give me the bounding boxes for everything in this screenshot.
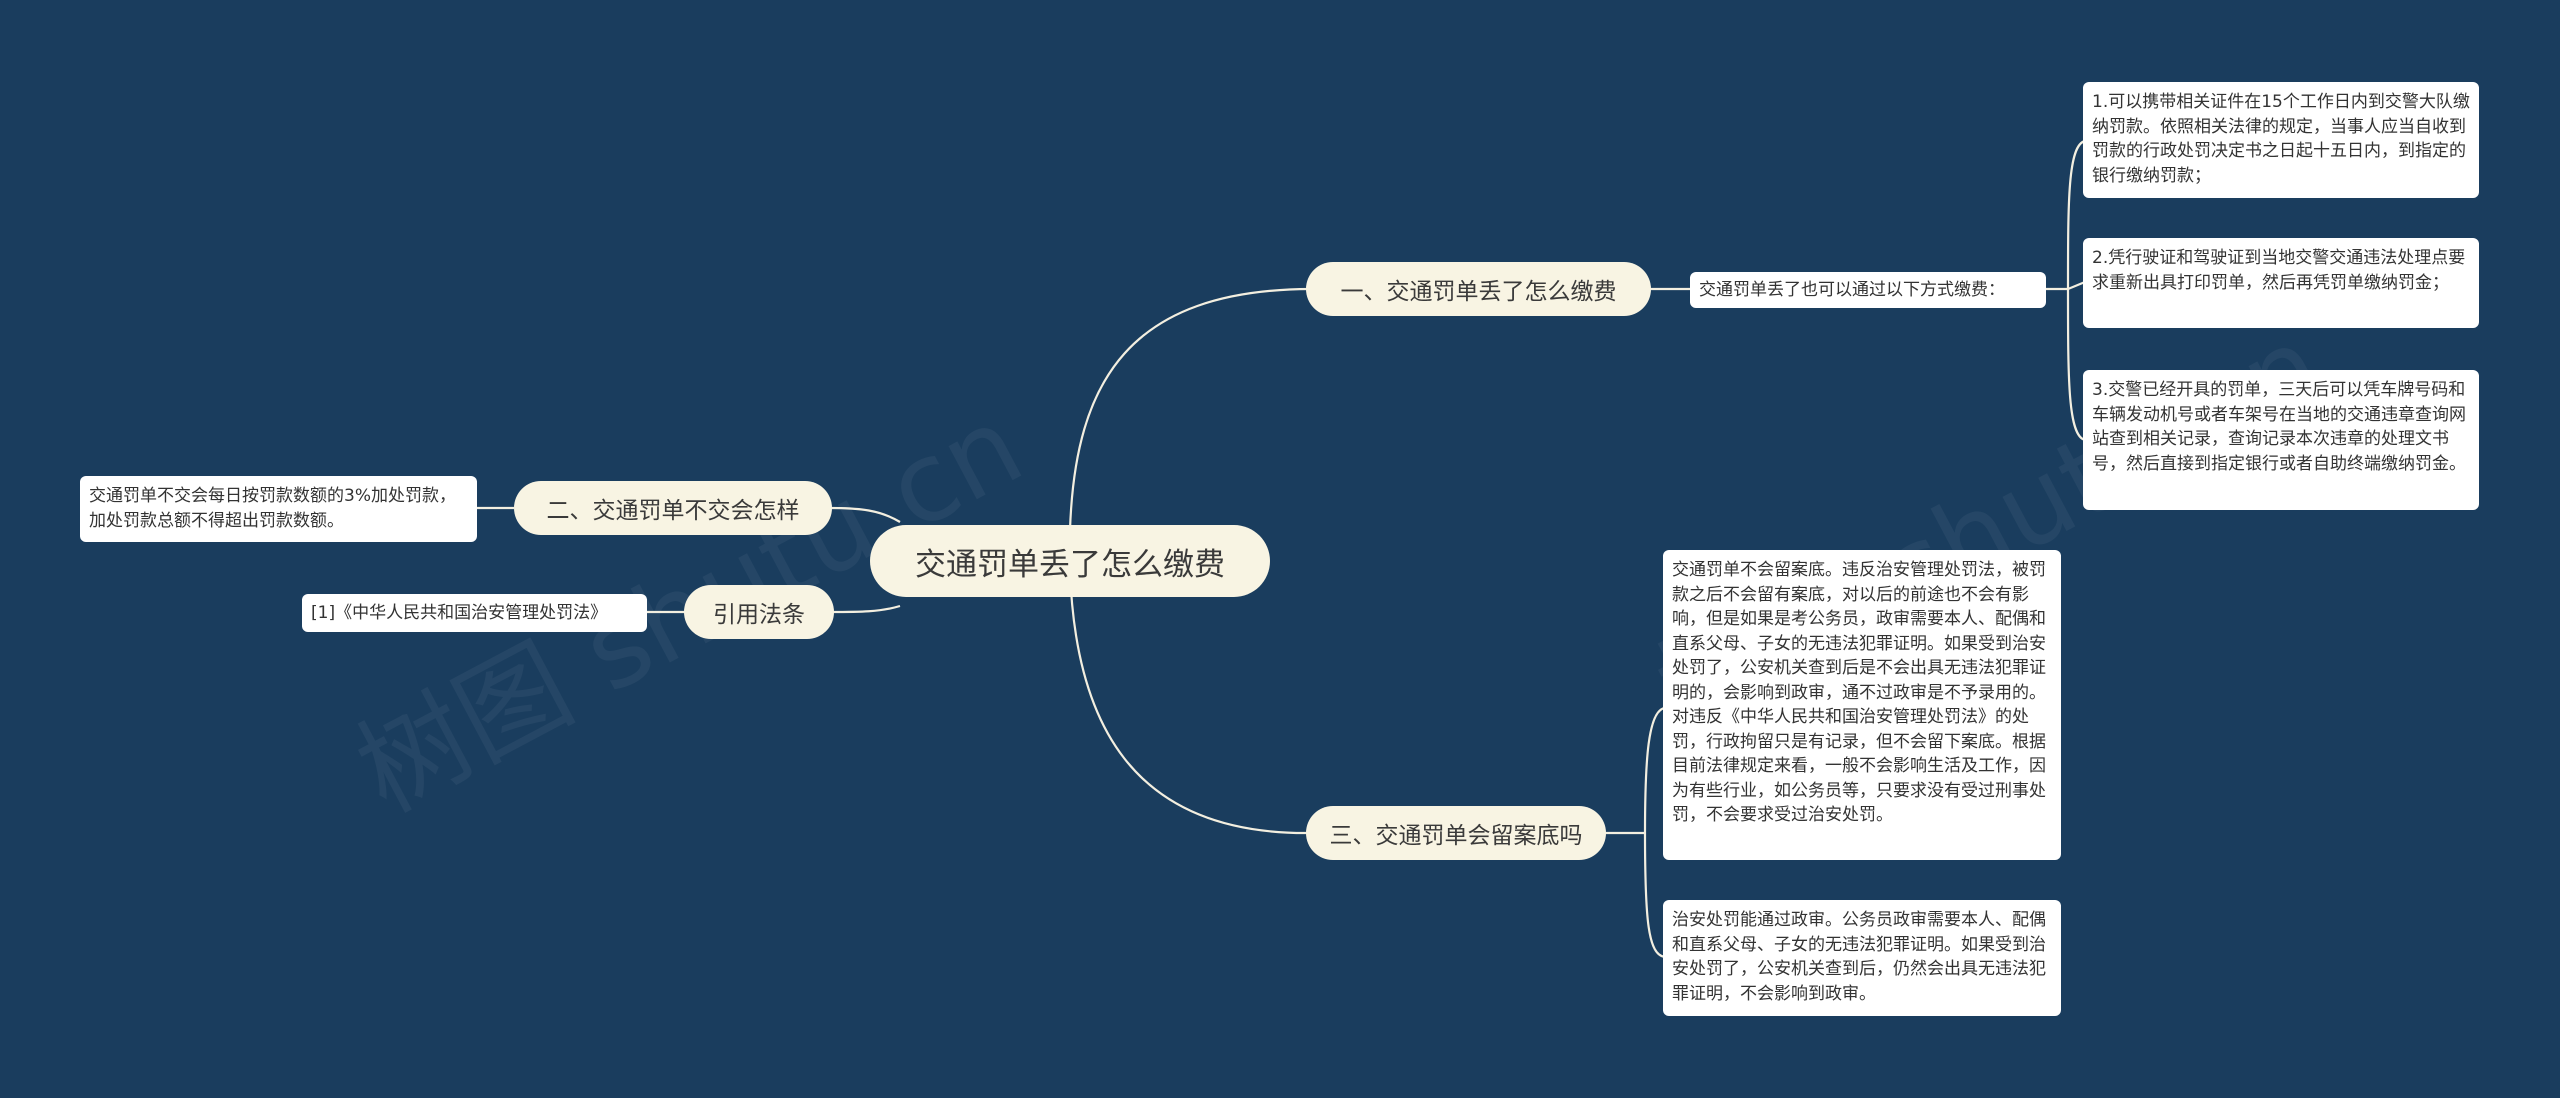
link-branch4-record	[1605, 706, 1666, 959]
leaf-record-1[interactable]: 交通罚单不会留案底。违反治安管理处罚法，被罚款之后不会留有案底，对以后的前途也不…	[1663, 550, 2061, 860]
link-sub-pay3	[2066, 288, 2086, 442]
link-root-branch1	[1068, 287, 1311, 531]
link-sub-pay1	[2045, 139, 2086, 291]
leaf-law[interactable]: [1]《中华人民共和国治安管理处罚法》	[302, 594, 647, 632]
branch-unpaid[interactable]: 二、交通罚单不交会怎样	[514, 481, 832, 535]
leaf-pay-3[interactable]: 3.交警已经开具的罚单，三天后可以凭车牌号码和车辆发动机号或者车架号在当地的交通…	[2083, 370, 2479, 510]
branch-record[interactable]: 三、交通罚单会留案底吗	[1306, 806, 1606, 860]
branch-law[interactable]: 引用法条	[684, 585, 834, 639]
sub-pay-methods[interactable]: 交通罚单丢了也可以通过以下方式缴费：	[1690, 272, 2046, 308]
root-node[interactable]: 交通罚单丢了怎么缴费	[870, 525, 1270, 597]
link-root-branch4	[1068, 569, 1311, 835]
branch-pay-method[interactable]: 一、交通罚单丢了怎么缴费	[1306, 262, 1651, 316]
leaf-unpaid[interactable]: 交通罚单不交会每日按罚款数额的3%加处罚款，加处罚款总额不得超出罚款数额。	[80, 476, 477, 542]
link-root-branch3	[829, 604, 901, 614]
link-sub-pay2	[2067, 280, 2086, 291]
leaf-pay-2[interactable]: 2.凭行驶证和驾驶证到当地交警交通违法处理点要求重新出具打印罚单，然后再凭罚单缴…	[2083, 238, 2479, 328]
leaf-pay-1[interactable]: 1.可以携带相关证件在15个工作日内到交警大队缴纳罚款。依照相关法律的规定，当事…	[2083, 82, 2479, 198]
link-root-branch2	[829, 506, 901, 523]
leaf-record-2[interactable]: 治安处罚能通过政审。公务员政审需要本人、配偶和直系父母、子女的无违法犯罪证明。如…	[1663, 900, 2061, 1016]
